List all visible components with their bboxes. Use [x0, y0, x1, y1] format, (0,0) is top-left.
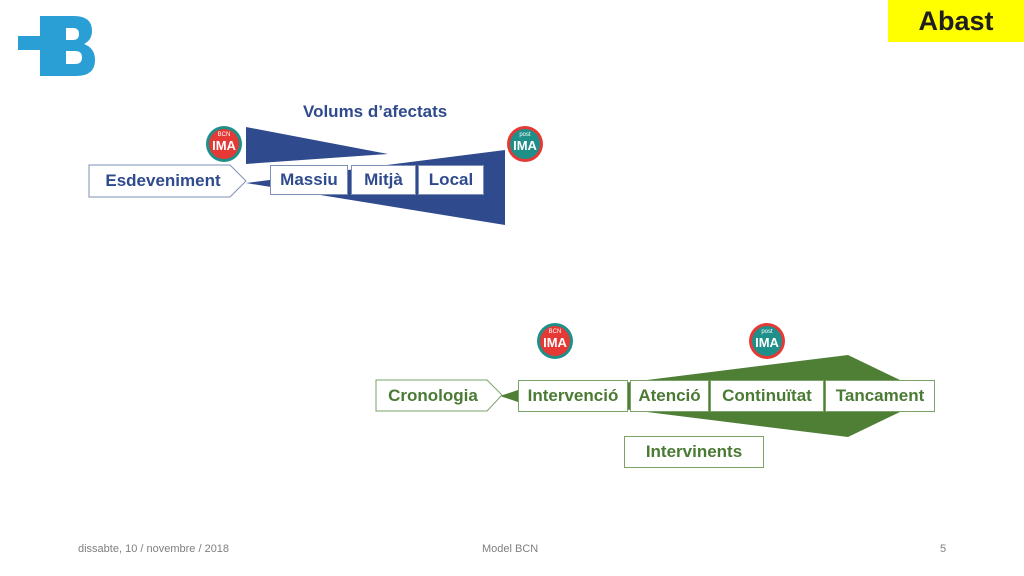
timeline-lens [518, 355, 900, 437]
start-label: Esdeveniment [105, 171, 221, 190]
svg-text:BCN: BCN [218, 132, 231, 138]
cronologia-label: Cronologia [388, 385, 478, 405]
page-title: Abast [888, 0, 1024, 42]
stage-intervencio: Intervenció [518, 380, 628, 412]
page-number: 5 [940, 543, 947, 555]
cronologia-arrow-box [375, 379, 503, 412]
stage-local: Local [418, 165, 484, 195]
stage-continuitat: Continuïtat [710, 380, 824, 412]
svg-text:IMA: IMA [755, 335, 779, 350]
footer-center: Model BCN [482, 543, 539, 555]
svg-text:IMA: IMA [212, 138, 236, 153]
section-heading: Volums d’afectats [303, 102, 448, 121]
intervinents-label: Intervinents [624, 436, 764, 468]
svg-text:post: post [761, 329, 773, 335]
svg-text:post: post [519, 132, 531, 138]
bcn-ima-badge-icon-2: BCN IMA [537, 323, 573, 359]
post-ima-badge-icon: post IMA [507, 126, 543, 162]
stage-tancament: Tancament [825, 380, 935, 412]
timeline-lens-tail [500, 390, 518, 402]
bcn-ima-badge-icon: BCN IMA [206, 126, 242, 162]
stage-mitja: Mitjà [351, 165, 416, 195]
svg-text:IMA: IMA [543, 335, 567, 350]
start-arrow-box [88, 164, 247, 198]
svg-text:IMA: IMA [513, 138, 537, 153]
plus-b-logo-icon [18, 16, 95, 76]
post-ima-badge-icon-2: post IMA [749, 323, 785, 359]
footer-date: dissabte, 10 / novembre / 2018 [78, 543, 230, 555]
stage-atencio: Atenció [630, 380, 709, 412]
decreasing-wedge [246, 127, 388, 164]
stage-massiu: Massiu [270, 165, 348, 195]
svg-text:BCN: BCN [549, 329, 562, 335]
